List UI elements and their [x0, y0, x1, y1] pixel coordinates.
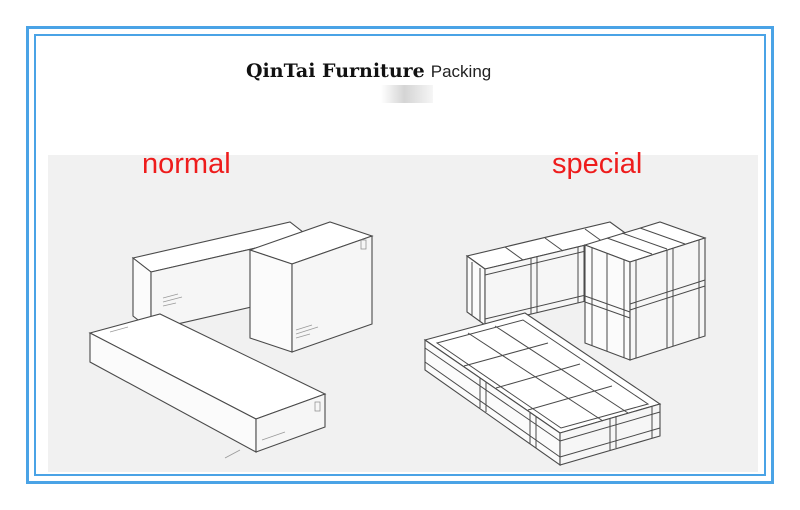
flat-crate — [423, 312, 662, 467]
cardboard-boxes-illustration — [88, 221, 374, 459]
special-packing-label: special — [552, 148, 643, 180]
outer-frame-border — [26, 26, 774, 484]
normal-packing-label: normal — [142, 148, 231, 180]
flat-box — [88, 313, 327, 459]
tall-crate — [583, 221, 707, 361]
watermark-smudge — [381, 85, 433, 103]
title-subtitle: Packing — [430, 62, 492, 81]
page-title: QinTai Furniture Packing — [246, 60, 491, 82]
cube-box — [248, 221, 374, 353]
brand-name: QinTai Furniture — [246, 60, 425, 82]
wooden-crates-illustration — [423, 221, 707, 467]
